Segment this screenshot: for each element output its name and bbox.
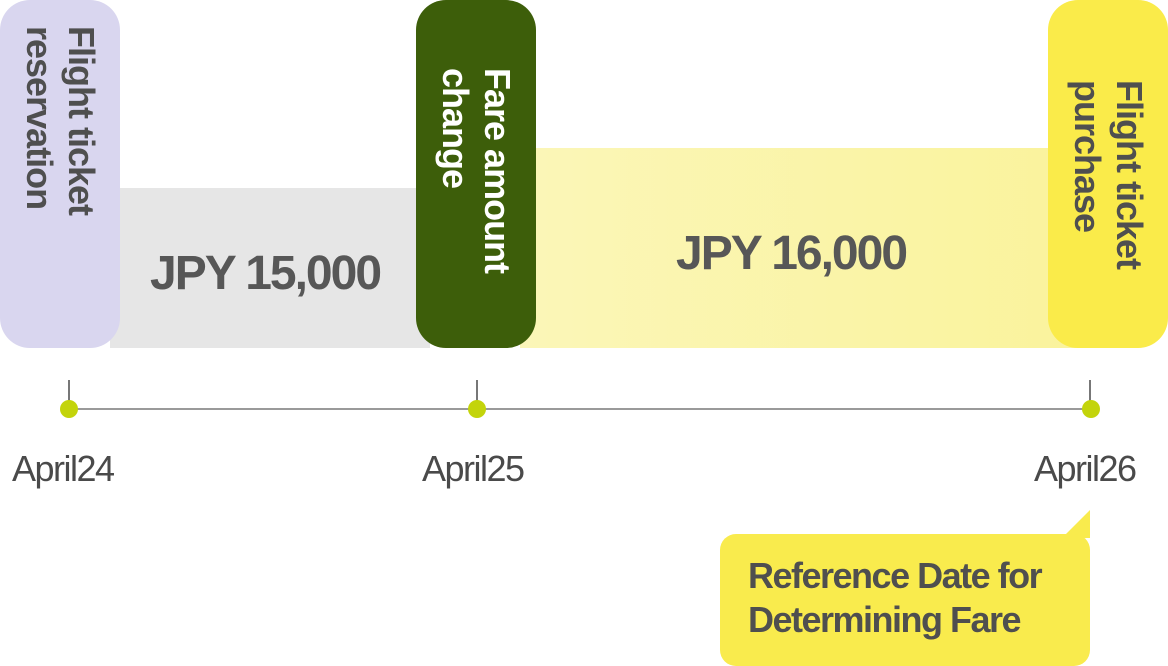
stage-fare-amount-change: Fare amount change [416,0,536,348]
timeline-tick [476,380,478,404]
fare-amount-before: JPY 15,000 [150,247,382,300]
fare-band-before-change [110,188,430,348]
reference-date-callout: Reference Date for Determining Fare [720,534,1090,666]
stage-label-line2: purchase [1067,80,1108,233]
stage-label: Fare amount change [434,68,518,273]
date-label: April26 [1034,448,1137,489]
callout-pointer [1062,510,1090,538]
stage-label: Flight ticket reservation [18,26,102,215]
callout-line2: Determining Fare [748,599,1022,640]
stage-label-line2: reservation [19,26,60,210]
stage-label-line1: Flight ticket [1109,80,1150,270]
stage-label-line2: change [435,68,476,189]
stage-label: Flight ticket purchase [1066,80,1150,269]
date-label: April24 [12,448,115,489]
callout-text: Reference Date for Determining Fare [748,554,1043,642]
timeline-tick [1089,380,1091,404]
stage-label-line1: Flight ticket [61,26,102,216]
timeline-dot [60,400,78,418]
timeline-dot [1082,400,1100,418]
fare-amount-after: JPY 16,000 [676,227,908,280]
timeline-tick [68,380,70,404]
timeline-dot [468,400,486,418]
fare-band-after-change [520,148,1080,348]
stage-flight-ticket-purchase: Flight ticket purchase [1048,0,1168,348]
stage-flight-ticket-reservation: Flight ticket reservation [0,0,120,348]
callout-line1: Reference Date for [748,555,1043,596]
stage-label-line1: Fare amount [477,68,518,274]
timeline-axis [69,408,1091,410]
date-label: April25 [422,448,525,489]
